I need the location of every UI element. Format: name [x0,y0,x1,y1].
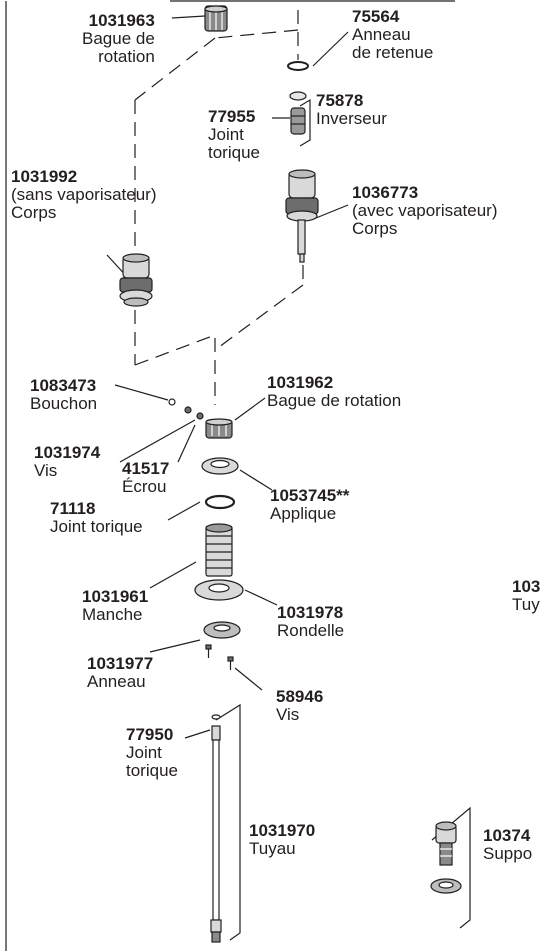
part-number: 103 [512,577,540,596]
part-name: torique [208,142,260,162]
rotation-ring-top-part [204,5,228,32]
o-ring-77955-part [289,91,307,101]
callout-1031961: 1031961 Manche [82,588,148,624]
part-number: 1031978 [277,603,344,622]
part-name: Suppo [483,843,533,863]
part-name: Corps [11,202,57,222]
part-name: Corps [352,218,398,238]
part-name: Bague de [82,28,155,48]
callout-1031977: 1031977 Anneau [87,655,153,691]
callout-58946: 58946 Vis [276,688,323,724]
part-number: 1031974 [34,443,101,462]
nut-part [196,412,204,420]
assembly-guide-lines [134,10,304,405]
screw-1031974-part [184,406,192,414]
part-name: Bouchon [30,393,98,413]
mounting-ring-part [203,621,241,639]
part-number: 1031977 [87,654,154,673]
leader-lines [106,15,349,739]
callout-1031992: 1031992 (sans vaporisateur) Corps [11,168,157,222]
part-number: 75878 [316,91,364,110]
part-number: 1031963 [88,11,155,30]
diverter-part [290,107,306,135]
callout-1031970: 1031970 Tuyau [249,822,315,858]
washer-part [194,579,244,601]
shank-part [205,523,233,577]
part-name: (sans vaporisateur) [11,184,157,204]
part-name: Vis [276,704,300,724]
part-name: Joint torique [50,516,143,536]
body-without-sprayer-part [119,253,153,307]
bracket-75878 [299,98,311,147]
callout-75564: 75564 Anneau de retenue [352,8,433,62]
part-number: 1031961 [82,587,149,606]
part-number: 1031962 [267,373,334,392]
part-name: Bague de rotation [267,390,402,410]
part-number: 71118 [50,499,96,518]
bracket-1031970 [215,703,241,941]
rotation-ring-part [205,418,233,439]
callout-41517: 41517 Écrou [122,460,169,496]
support-part [430,821,462,894]
part-number: 1031970 [249,821,316,840]
callout-75878: 75878 Inverseur [316,92,387,128]
o-ring-77950-part [211,714,221,720]
part-name: torique [126,760,178,780]
part-name: (avec vaporisateur) [352,200,498,220]
part-number: 77955 [208,107,256,126]
plug-part [168,398,176,406]
callout-103-partial: 103 Tuy [512,578,540,614]
callout-1053745: 1053745** Applique [270,487,349,523]
part-name: Inverseur [316,108,387,128]
part-name: Tuy [512,594,540,614]
escutcheon-part [201,457,239,475]
part-name: Manche [82,604,143,624]
part-number: 75564 [352,7,400,26]
part-number: 1031992 [11,167,78,186]
callout-1031963: 1031963 Bague de rotation [82,12,155,66]
part-name: Tuyau [249,838,296,858]
part-name: de retenue [352,42,434,62]
callout-1031962: 1031962 Bague de rotation [267,374,401,410]
part-name: Anneau [87,671,146,691]
part-name: Joint [208,124,244,144]
o-ring-71118-part [204,494,236,510]
part-number: 77950 [126,725,174,744]
body-with-sprayer-part [285,169,319,263]
callout-1036773: 1036773 (avec vaporisateur) Corps [352,184,498,238]
part-number: 41517 [122,459,170,478]
part-name: Écrou [122,476,167,496]
part-number: 1036773 [352,183,419,202]
callout-77955: 77955 Joint torique [208,108,260,162]
part-name: Vis [34,460,58,480]
callout-1083473: 1083473 Bouchon [30,377,97,413]
part-number: 10374 [483,826,531,845]
callout-1031978: 1031978 Rondelle [277,604,344,640]
callout-71118: 71118 Joint torique [50,500,143,536]
callout-77950: 77950 Joint torique [126,726,178,780]
screws-58946-part [205,644,234,670]
part-number: 1053745** [270,486,350,505]
part-name: Applique [270,503,337,523]
part-name: rotation [98,46,155,66]
callout-10374-partial: 10374 Suppo [483,827,532,863]
part-name: Anneau [352,24,411,44]
hose-part [210,725,222,943]
callout-1031974: 1031974 Vis [34,444,100,480]
part-name: Rondelle [277,620,345,640]
retaining-ring-part [287,61,309,71]
part-number: 58946 [276,687,324,706]
part-name: Joint [126,742,162,762]
part-number: 1083473 [30,376,97,395]
